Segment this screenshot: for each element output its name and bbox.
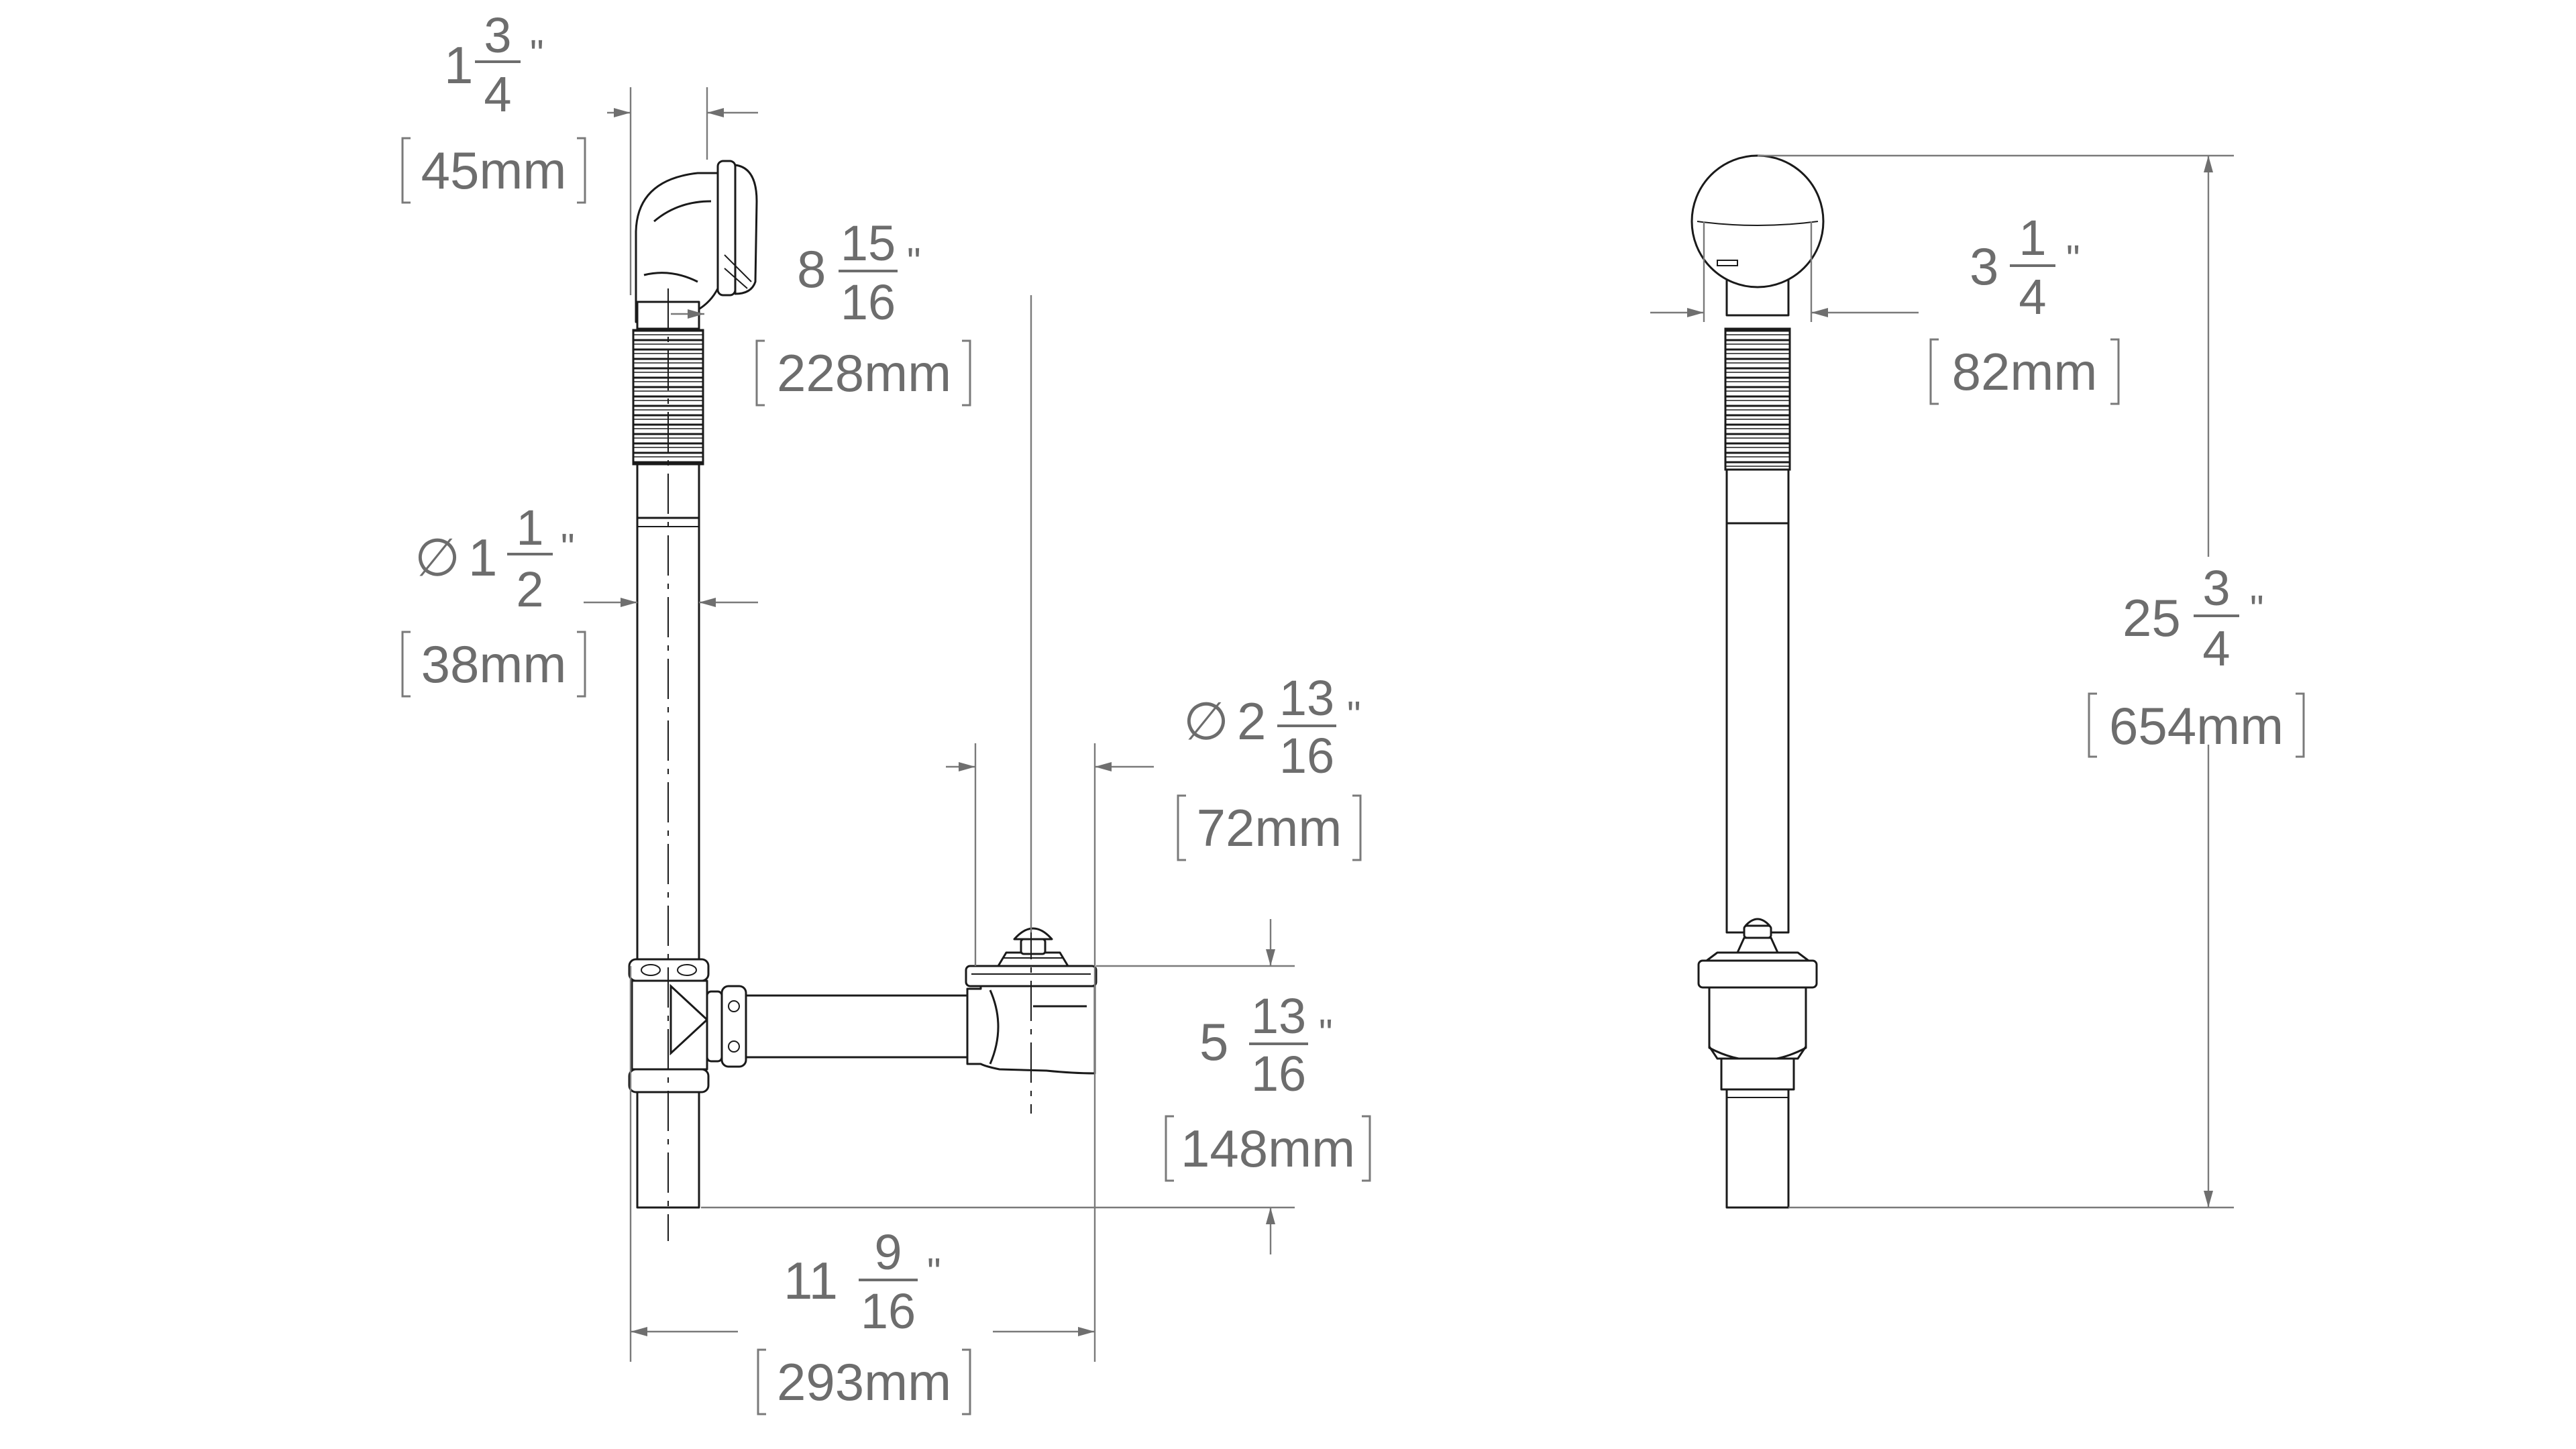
- svg-text:72mm: 72mm: [1197, 798, 1342, 857]
- svg-text:4: 4: [484, 66, 511, 122]
- svg-text:1: 1: [468, 528, 497, 587]
- svg-text:∅: ∅: [415, 528, 460, 587]
- svg-text:": ": [907, 240, 921, 284]
- dimension-label-overflow-to-drain: 8 15 16 " 228mm: [755, 215, 971, 407]
- svg-text:": ": [927, 1250, 941, 1294]
- svg-text:9: 9: [874, 1224, 902, 1280]
- dimension-lines: [584, 87, 2234, 1362]
- waste-arm: [745, 994, 975, 1059]
- front-tail-pipe: [1725, 1088, 1790, 1209]
- svg-text:∅: ∅: [1183, 692, 1229, 751]
- side-view: [628, 160, 1097, 1241]
- dimension-label-face-plate-diameter: 3 1 4 " 82mm: [1929, 210, 2120, 405]
- front-overflow-tube: [1725, 522, 1790, 934]
- svg-text:228mm: 228mm: [777, 343, 951, 402]
- dimension-label-drain-height: 5 13 16 " 148mm: [1165, 988, 1371, 1182]
- svg-text:4: 4: [2019, 269, 2046, 325]
- front-flex-hose-ribs: [1724, 327, 1791, 471]
- svg-text:3: 3: [2202, 560, 2230, 616]
- front-drain-body: [1708, 986, 1807, 1062]
- tee-nut-side: [720, 985, 747, 1068]
- svg-text:13: 13: [1251, 988, 1306, 1044]
- svg-text:45mm: 45mm: [421, 141, 567, 200]
- svg-text:11: 11: [784, 1251, 838, 1310]
- tee-body: [631, 979, 708, 1071]
- svg-text:1: 1: [444, 36, 473, 95]
- overflow-cap: [734, 164, 758, 295]
- dimension-label-pipe-diameter: ∅ 1 1 2 " 38mm: [401, 500, 586, 698]
- svg-text:13: 13: [1279, 670, 1334, 726]
- svg-text:16: 16: [1251, 1046, 1306, 1102]
- svg-text:2: 2: [1237, 692, 1266, 751]
- overflow-elbow: [635, 172, 719, 323]
- svg-text:4: 4: [2202, 621, 2230, 676]
- svg-text:16: 16: [861, 1283, 916, 1339]
- svg-text:2: 2: [516, 561, 543, 617]
- svg-text:38mm: 38mm: [421, 635, 567, 694]
- svg-text:148mm: 148mm: [1181, 1119, 1355, 1178]
- svg-text:": ": [1319, 1012, 1333, 1055]
- svg-text:1: 1: [2019, 210, 2046, 266]
- svg-text:": ": [1347, 694, 1361, 737]
- svg-text:5: 5: [1199, 1012, 1228, 1071]
- dimension-label-overall-height: 25 3 4 " 654mm: [2088, 560, 2305, 758]
- svg-text:": ": [2250, 588, 2264, 631]
- svg-text:3: 3: [484, 7, 511, 63]
- svg-text:": ": [530, 32, 544, 76]
- dimension-label-drain-diameter: ∅ 2 13 16 " 72mm: [1177, 670, 1362, 861]
- svg-text:16: 16: [1279, 728, 1334, 784]
- svg-text:": ": [2066, 237, 2080, 281]
- svg-text:": ": [561, 526, 575, 570]
- drain-stopper: [997, 951, 1069, 967]
- front-view: [1690, 154, 1825, 1209]
- svg-text:25: 25: [2123, 588, 2181, 647]
- dimension-label-overall-length: 11 9 16 " 293mm: [757, 1224, 971, 1415]
- dimension-label-overflow-depth: 1 3 4 " 45mm: [401, 7, 586, 204]
- svg-text:654mm: 654mm: [2109, 696, 2284, 755]
- svg-text:8: 8: [797, 239, 826, 299]
- svg-text:293mm: 293mm: [777, 1352, 951, 1411]
- front-drain-flange: [1697, 959, 1818, 989]
- svg-text:82mm: 82mm: [1952, 342, 2098, 401]
- front-overflow-face-plate: [1690, 154, 1825, 288]
- svg-text:15: 15: [841, 215, 896, 271]
- svg-text:3: 3: [1970, 237, 1998, 296]
- svg-text:16: 16: [841, 274, 896, 330]
- svg-text:1: 1: [516, 500, 543, 555]
